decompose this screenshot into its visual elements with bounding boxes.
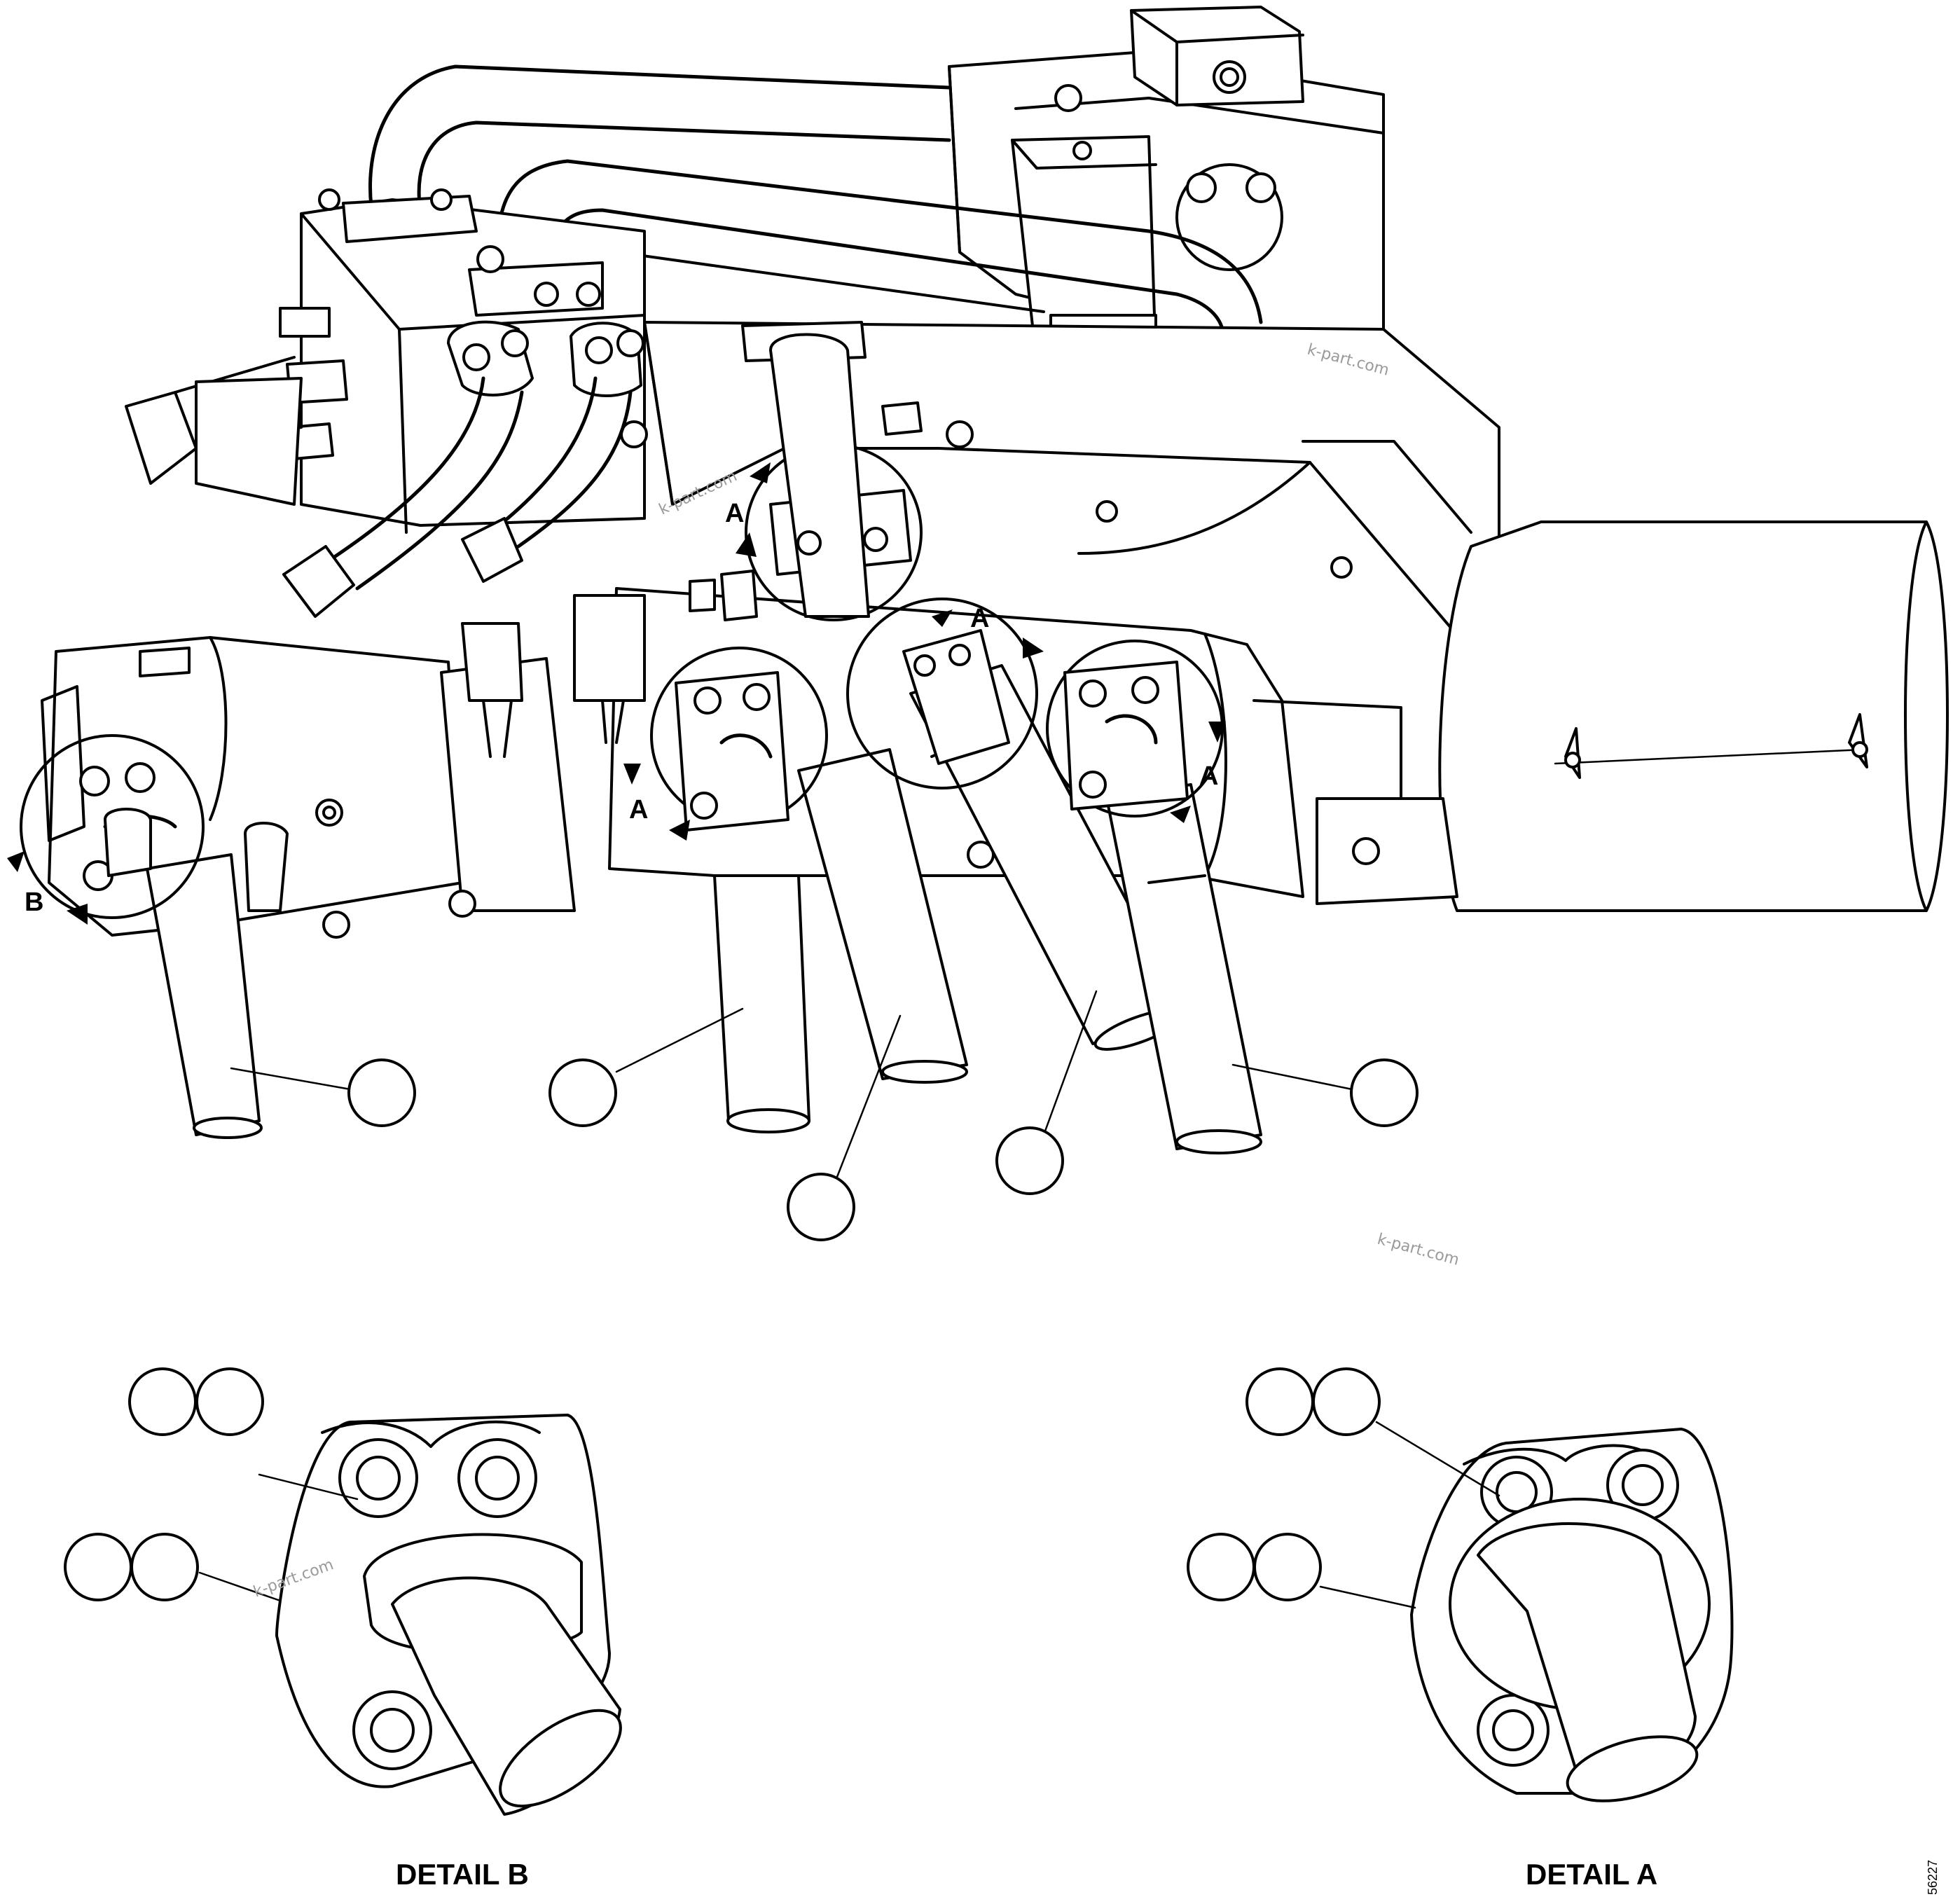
hose-3 bbox=[797, 748, 968, 1084]
drawing-number: 56227 bbox=[1926, 1860, 1940, 1895]
callout-bubble bbox=[1312, 1367, 1381, 1436]
detail-a-caption: DETAIL A bbox=[1526, 1858, 1657, 1891]
detail-a-view: DETAIL A bbox=[1187, 1367, 1734, 1891]
callout-bubble bbox=[130, 1533, 199, 1601]
callout-bubble bbox=[195, 1367, 264, 1436]
detail-label-a-mid: A bbox=[629, 795, 648, 825]
callout-bubble bbox=[347, 1058, 416, 1127]
callout-bubble bbox=[1187, 1533, 1255, 1601]
callout-bubble bbox=[64, 1533, 132, 1601]
callout-bubble bbox=[1350, 1058, 1419, 1127]
detail-label-b: B bbox=[25, 888, 43, 917]
detail-circle-a-center bbox=[846, 598, 1038, 789]
callout-bubble bbox=[548, 1058, 617, 1127]
detail-label-a-center: A bbox=[970, 604, 989, 633]
arrow-icon bbox=[7, 462, 1226, 925]
callout-bubble bbox=[1253, 1533, 1322, 1601]
left-pump bbox=[41, 594, 646, 939]
callout-bubble bbox=[128, 1367, 197, 1436]
detail-circle-a-top bbox=[745, 333, 923, 621]
main-manifold bbox=[125, 188, 648, 534]
manifold-hoses bbox=[282, 376, 633, 618]
callout-bubble bbox=[995, 1126, 1064, 1195]
main-assembly: A A A A B bbox=[7, 6, 1949, 1241]
callout-bubble bbox=[1245, 1367, 1314, 1436]
frame-crossmember bbox=[643, 321, 1949, 912]
watermark: k-part.com bbox=[1375, 1231, 1461, 1269]
detail-b-view: DETAIL B bbox=[64, 1367, 622, 1891]
detail-label-a-right: A bbox=[1199, 761, 1218, 791]
callout-leaders bbox=[230, 990, 1353, 1178]
upper-valve-block bbox=[948, 6, 1385, 422]
detail-b-caption: DETAIL B bbox=[396, 1858, 529, 1891]
detail-circle-a-right bbox=[1046, 640, 1224, 818]
hose-2 bbox=[713, 874, 810, 1133]
detail-circle-a-mid bbox=[650, 647, 828, 832]
detail-label-a-top: A bbox=[725, 499, 744, 528]
callout-bubble bbox=[787, 1173, 855, 1241]
detail-circle-b bbox=[20, 734, 205, 919]
